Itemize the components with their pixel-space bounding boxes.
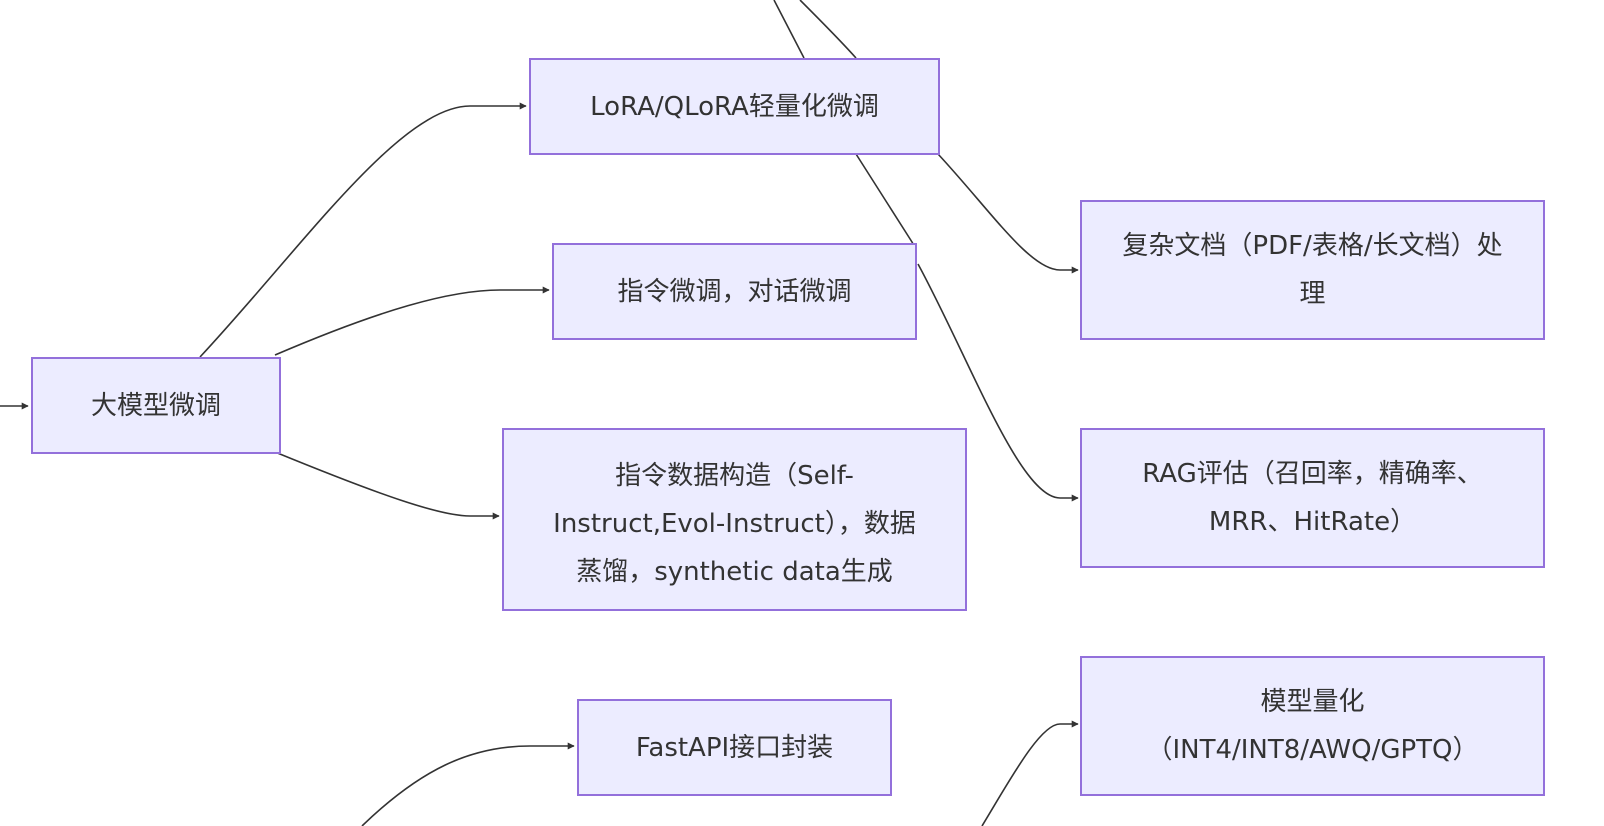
node-lora[interactable]: LoRA/QLoRA轻量化微调: [529, 58, 940, 155]
node-data[interactable]: 指令数据构造（Self-Instruct,Evol-Instruct），数据蒸馏…: [502, 428, 967, 611]
node-label-instruct: 指令微调，对话微调: [617, 276, 852, 307]
node-label-finetune: 大模型微调: [90, 390, 221, 421]
node-fastapi[interactable]: FastAPI接口封装: [577, 699, 892, 796]
node-instruct[interactable]: 指令微调，对话微调: [552, 243, 917, 340]
node-label-quant: 模型量化（INT4/INT8/AWQ/GPTQ）: [1146, 687, 1479, 765]
edge-top-to-docs: [799, 0, 1078, 270]
node-label-lora: LoRA/QLoRA轻量化微调: [590, 91, 879, 122]
edge-finetune-to-lora: [199, 102, 527, 358]
edge-finetune-to-data: [274, 451, 500, 520]
edge-bottom-to-quant: [981, 720, 1079, 826]
node-label-fastapi: FastAPI接口封装: [635, 732, 834, 763]
node-label-docs: 复杂文档（PDF/表格/长文档）处理: [1122, 231, 1503, 309]
node-label-data: 指令数据构造（Self-Instruct,Evol-Instruct），数据蒸馏…: [553, 461, 916, 587]
node-rag-eval[interactable]: RAG评估（召回率，精确率、MRR、HitRate）: [1080, 428, 1545, 568]
node-docs[interactable]: 复杂文档（PDF/表格/长文档）处理: [1080, 200, 1545, 340]
node-label-rag-eval: RAG评估（召回率，精确率、MRR、HitRate）: [1142, 459, 1483, 537]
edge-top-to-rag-eval: [773, 0, 1078, 498]
edge-finetune-to-instruct: [274, 286, 550, 356]
node-quant[interactable]: 模型量化（INT4/INT8/AWQ/GPTQ）: [1080, 656, 1545, 796]
node-finetune[interactable]: 大模型微调: [31, 357, 281, 454]
edge-bottom-to-fastapi: [361, 742, 575, 826]
